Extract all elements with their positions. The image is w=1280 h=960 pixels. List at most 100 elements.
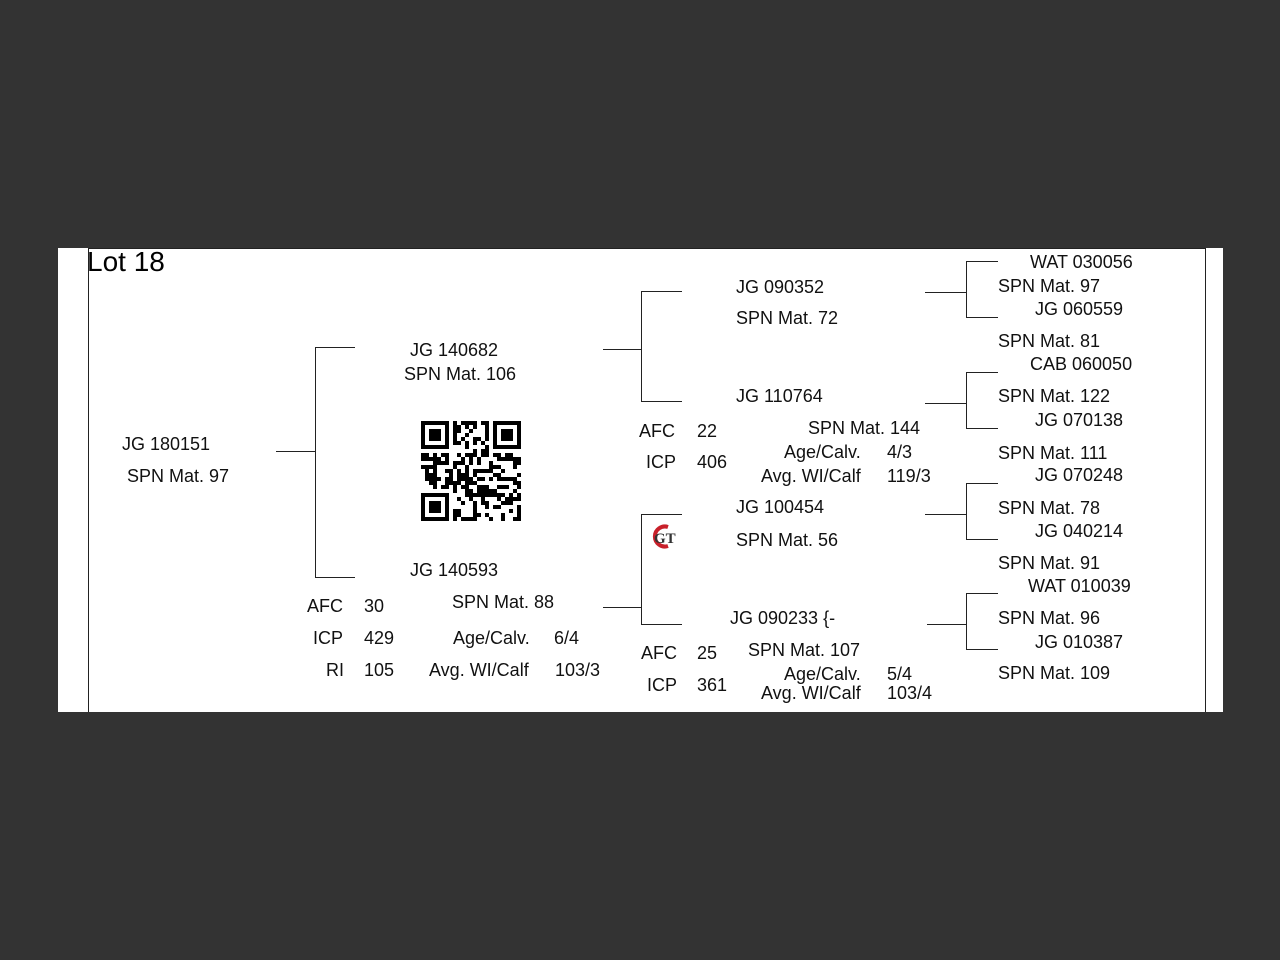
- qr-module: [517, 461, 521, 465]
- qr-module: [517, 485, 521, 489]
- qr-module: [481, 421, 485, 425]
- qr-module: [457, 453, 461, 457]
- connector: [603, 349, 641, 350]
- qr-module: [453, 517, 457, 521]
- subject-spn: SPN Mat. 97: [127, 466, 230, 486]
- qr-module: [461, 477, 465, 481]
- qr-module: [497, 505, 501, 509]
- qr-module: [465, 453, 469, 457]
- qr-module: [477, 457, 481, 461]
- qr-module: [457, 481, 461, 485]
- qr-module: [509, 493, 513, 497]
- qr-module: [489, 477, 493, 481]
- qr-module: [461, 485, 465, 489]
- sire-dam-afc-label: AFC: [639, 421, 675, 441]
- qr-module: [481, 497, 485, 501]
- connector: [966, 261, 998, 262]
- connector: [641, 514, 642, 624]
- qr-module: [429, 501, 441, 513]
- qr-module: [449, 481, 453, 485]
- qr-module: [473, 473, 477, 477]
- connector: [641, 291, 682, 292]
- sire-spn: SPN Mat. 106: [404, 364, 517, 384]
- connector: [966, 372, 998, 373]
- qr-module: [485, 485, 489, 489]
- dam-dam-icp-value: 361: [697, 675, 728, 695]
- qr-module: [485, 433, 489, 437]
- qr-module: [485, 421, 489, 425]
- dam-wi-value: 103/3: [555, 660, 601, 680]
- qr-module: [473, 517, 477, 521]
- qr-module: [477, 513, 481, 517]
- qr-module: [457, 477, 461, 481]
- qr-module: [453, 465, 457, 469]
- qr-module: [501, 429, 513, 441]
- qr-module: [421, 465, 425, 469]
- qr-module: [517, 513, 521, 517]
- qr-module: [493, 493, 497, 497]
- dam-age-label: Age/Calv.: [453, 628, 530, 648]
- dam-dam-afc-label: AFC: [641, 643, 677, 663]
- dam-ri-value: 105: [364, 660, 395, 680]
- qr-module: [517, 517, 521, 521]
- qr-module: [449, 477, 453, 481]
- qr-module: [441, 453, 445, 457]
- qr-module: [485, 437, 489, 441]
- qr-module: [445, 453, 449, 457]
- qr-module: [497, 497, 501, 501]
- qr-module: [461, 437, 465, 441]
- qr-module: [465, 481, 469, 485]
- qr-module: [421, 453, 425, 457]
- dam-sire-reg: JG 100454: [736, 497, 825, 517]
- qr-module: [457, 513, 461, 517]
- qr-module: [433, 485, 437, 489]
- qr-module: [477, 485, 481, 489]
- dam-afc-label: AFC: [307, 596, 343, 616]
- qr-module: [485, 469, 489, 473]
- connector: [966, 483, 998, 484]
- qr-module: [441, 485, 445, 489]
- dam-dam-age-value: 5/4: [887, 664, 913, 684]
- qr-module: [429, 473, 433, 477]
- qr-module: [457, 425, 461, 429]
- qr-module: [461, 421, 465, 425]
- qr-module: [477, 493, 481, 497]
- qr-module: [489, 461, 493, 465]
- qr-module: [449, 473, 453, 477]
- qr-module: [445, 461, 449, 465]
- qr-module: [469, 497, 473, 501]
- g3-8-reg: JG 010387: [1035, 632, 1124, 652]
- qr-module: [465, 441, 469, 445]
- qr-module: [441, 461, 445, 465]
- qr-module: [465, 425, 469, 429]
- qr-module: [425, 473, 429, 477]
- qr-module: [505, 485, 509, 489]
- qr-module: [505, 453, 509, 457]
- g3-4-reg: JG 070138: [1035, 410, 1124, 430]
- qr-module: [509, 477, 513, 481]
- qr-module: [461, 517, 465, 521]
- qr-module: [509, 497, 513, 501]
- qr-module: [473, 441, 477, 445]
- g3-5-spn: SPN Mat. 78: [998, 498, 1101, 518]
- qr-module: [497, 453, 501, 457]
- qr-module: [493, 473, 497, 477]
- qr-module: [465, 477, 469, 481]
- qr-module: [433, 473, 437, 477]
- qr-module: [445, 485, 449, 489]
- sire-sire-spn: SPN Mat. 72: [736, 308, 839, 328]
- qr-module: [485, 505, 489, 509]
- qr-module: [497, 477, 501, 481]
- dam-dam-icp-label: ICP: [647, 675, 678, 695]
- qr-module: [421, 457, 425, 461]
- qr-module: [433, 481, 437, 485]
- qr-module: [477, 489, 481, 493]
- g3-6-reg: JG 040214: [1035, 521, 1124, 541]
- qr-module: [453, 441, 457, 445]
- qr-module: [517, 473, 521, 477]
- qr-module: [497, 457, 501, 461]
- qr-module: [453, 485, 457, 489]
- qr-module: [501, 457, 505, 461]
- qr-module: [457, 473, 461, 477]
- qr-module: [513, 477, 517, 481]
